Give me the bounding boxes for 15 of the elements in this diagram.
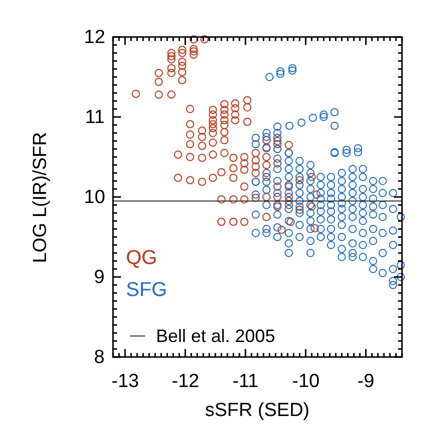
- tick-label: -10: [292, 372, 320, 390]
- axis-title: LOG L(IR)/SFR: [30, 132, 50, 262]
- tick-label: -9: [357, 372, 374, 390]
- tick-label: 9: [94, 268, 105, 286]
- legend-label: QG: [126, 248, 158, 268]
- tick-label: 10: [84, 188, 106, 206]
- tick-label: 11: [85, 108, 105, 126]
- tick-label: 8: [94, 348, 105, 366]
- tick-label: 12: [84, 28, 106, 46]
- tick-label: -11: [232, 372, 259, 390]
- legend-label: SFG: [126, 280, 168, 300]
- tick-label: -13: [112, 372, 139, 390]
- axis-title: sSFR (SED): [205, 400, 310, 420]
- legend-label: Bell et al. 2005: [156, 327, 276, 345]
- tick-label: -12: [172, 372, 200, 390]
